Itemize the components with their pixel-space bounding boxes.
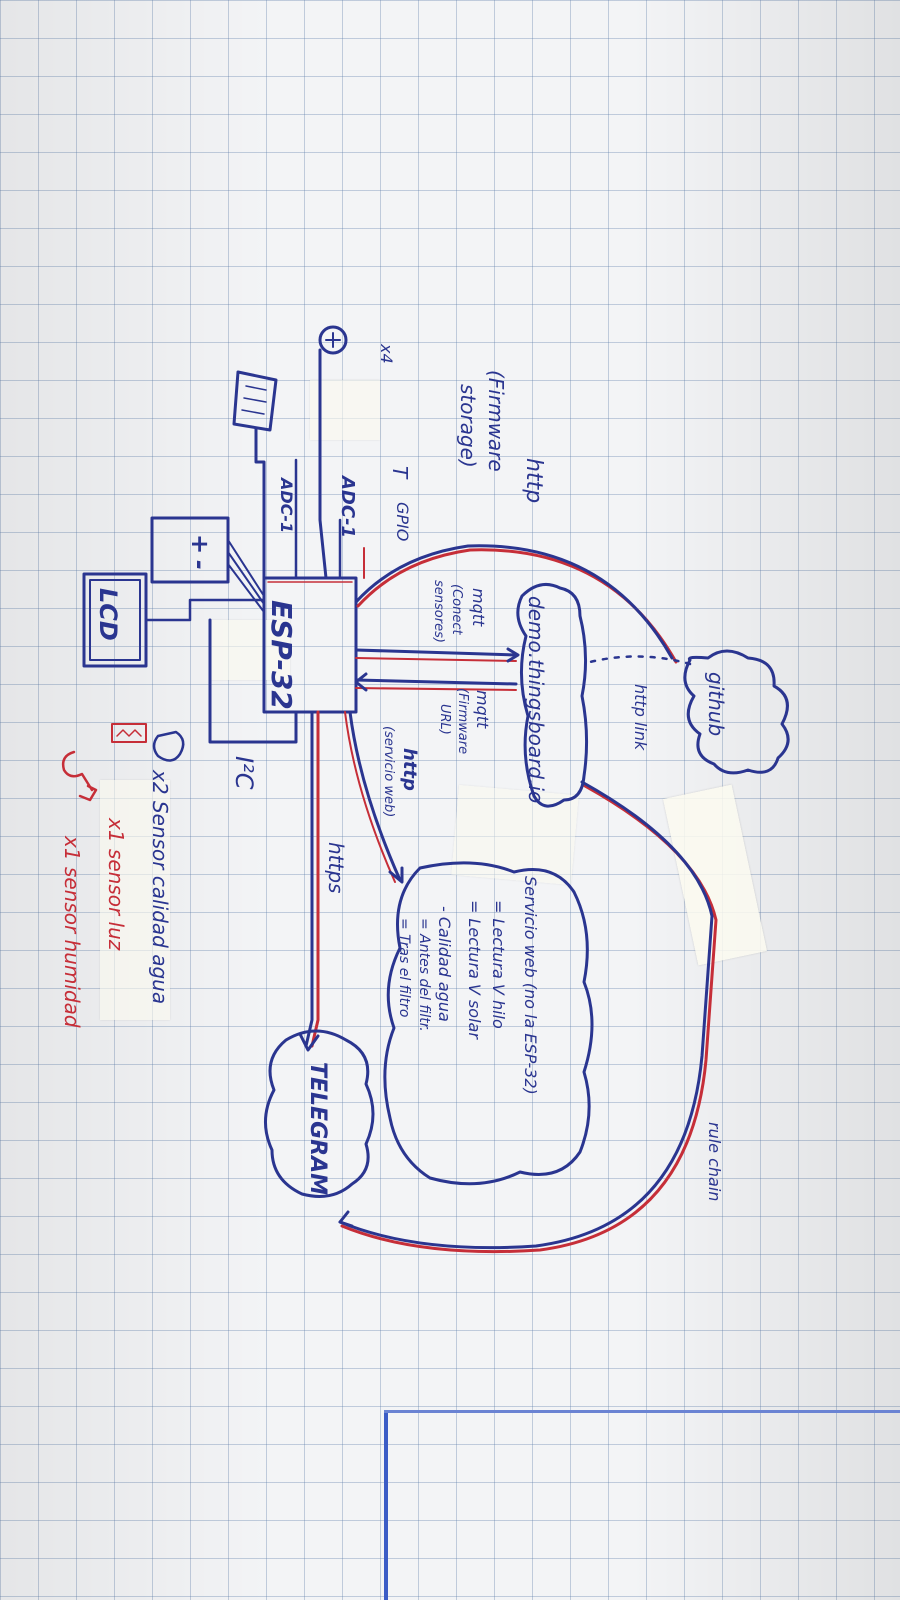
firmware-storage-label: storage) — [456, 384, 480, 468]
https-edge-blue — [304, 710, 314, 1048]
legend-water-sensor: x2 Sensor calidad agua — [148, 770, 172, 1005]
light-sensor-icon — [318, 325, 348, 355]
level-sensor-wave — [116, 729, 142, 737]
rule-chain-loop-blue — [338, 780, 714, 1250]
http-web-edge-red — [344, 711, 396, 883]
lcd-screen — [89, 579, 141, 661]
mqtt-edge-2-red — [355, 687, 517, 691]
lcd-wire — [144, 598, 266, 622]
x4-label: x4 — [377, 344, 396, 364]
humidity-sensor-icon — [61, 750, 98, 802]
web-service-cloud — [383, 861, 594, 1186]
web-service-line: - Calidad agua — [435, 906, 454, 1022]
sensor-wire-1 — [254, 426, 266, 580]
gpio-label: GPIO — [393, 502, 412, 542]
water-sensor-icon — [152, 730, 185, 762]
battery-plus: + — [186, 534, 214, 555]
sensor-wire-2 — [318, 348, 328, 580]
light-sensor-cross — [325, 332, 341, 348]
battery-box — [150, 516, 230, 584]
mqtt-2-note: URL) — [437, 704, 452, 735]
mqtt-1-note: (Conect — [449, 584, 464, 635]
telegram-cloud — [263, 1029, 375, 1198]
http-web-note: (servicio web) — [381, 726, 396, 818]
thingsboard-cloud — [516, 582, 589, 808]
i2c-label: I²C — [230, 756, 258, 790]
adc1-top-label: ADC-1 — [337, 476, 358, 539]
github-label: github — [704, 672, 728, 737]
rule-chain-label: rule chain — [705, 1122, 724, 1202]
t-label: T — [388, 466, 412, 479]
http-web-arrow — [388, 866, 404, 884]
mqtt-2-note: (Firmware — [455, 688, 470, 755]
solar-panel — [232, 370, 278, 432]
mqtt-2-label: mqtt — [473, 690, 492, 729]
mqtt-1-label: mqtt — [469, 588, 488, 627]
legend-humidity-sensor: x1 sensor humidad — [60, 836, 84, 1028]
web-service-title: Servicio web (no la ESP-32) — [521, 876, 540, 1095]
https-edge-red — [310, 710, 320, 1048]
https-arrow — [298, 1032, 320, 1052]
esp32-label: ESP-32 — [265, 600, 298, 710]
firmware-arc-blue — [354, 544, 674, 660]
margin-line-vertical — [384, 1410, 388, 1600]
tape-strip — [100, 780, 170, 1020]
telegram-label: TELEGRAM — [305, 1062, 330, 1195]
adc1-bottom-label: ADC-1 — [277, 478, 296, 534]
lcd-label: LCD — [94, 588, 122, 641]
github-cloud — [683, 649, 790, 775]
mqtt-edge-1-arrow — [506, 647, 520, 663]
mqtt-edge-2-arrow — [354, 672, 368, 692]
battery-wires — [227, 539, 265, 613]
mqtt-edge-2 — [354, 678, 518, 686]
solar-panel-cells — [241, 385, 267, 415]
mqtt-1-note: sensores) — [431, 580, 446, 643]
legend-level-sensor: x1 sensor luz — [104, 818, 128, 951]
http-top-label: http — [521, 458, 546, 504]
web-service-line: = Lectura V hilo — [489, 900, 508, 1029]
rule-chain-arrowhead — [338, 1210, 354, 1228]
battery-minus: - — [186, 560, 214, 570]
http-web-edge — [348, 710, 402, 882]
http-web-label: http — [399, 748, 420, 791]
mqtt-edge-1 — [354, 648, 518, 657]
esp32-box — [262, 576, 358, 714]
i2c-bus — [208, 618, 298, 744]
web-service-line: = Lectura V solar — [465, 900, 484, 1039]
thingsboard-label: demo.thingsboard.io — [524, 596, 548, 804]
margin-line-horizontal — [384, 1410, 900, 1413]
mqtt-edge-1-red — [355, 657, 517, 662]
http-link-label: http link — [631, 684, 650, 751]
level-sensor-icon — [111, 723, 147, 743]
firmware-storage-label: (Firmware — [484, 370, 508, 472]
https-label: https — [324, 842, 348, 894]
web-service-line: = Antes del filtr. — [416, 918, 432, 1032]
tape-strip — [310, 380, 380, 440]
tape-strip — [210, 620, 290, 680]
web-service-line: = Tras el filtro — [396, 918, 412, 1018]
http-link-dotted — [588, 655, 692, 666]
